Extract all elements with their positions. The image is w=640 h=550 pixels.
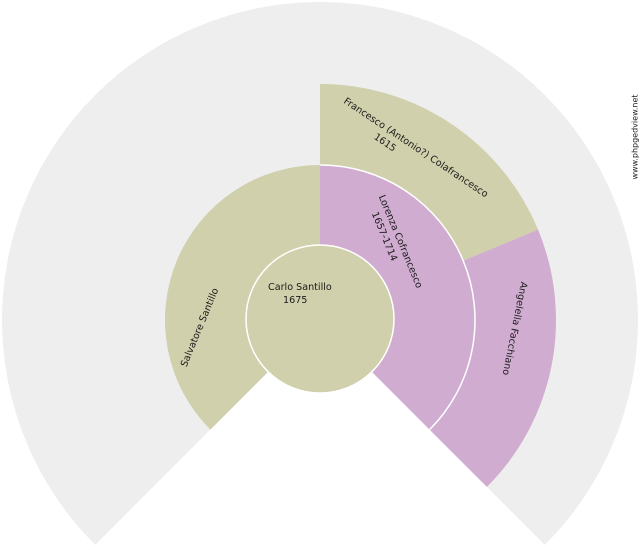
watermark-text: www.phpgedview.net — [630, 94, 640, 180]
root-person-name: Carlo Santillo — [268, 282, 332, 293]
segment-mother-lorenza-cofrancesco[interactable] — [320, 165, 475, 430]
segment-root-carlo-santillo[interactable] — [245, 244, 395, 394]
root-person-label: Carlo Santillo 1675 — [268, 281, 332, 307]
root-person-dates: 1675 — [283, 295, 308, 306]
segment-maternal-grandmother-angelella-facchiano[interactable] — [429, 229, 557, 487]
ring-separator-line — [319, 164, 476, 431]
segment-father-salvatore-santillo[interactable] — [165, 165, 320, 430]
segment-maternal-grandfather-francesco-colafrancesco[interactable] — [320, 84, 539, 261]
